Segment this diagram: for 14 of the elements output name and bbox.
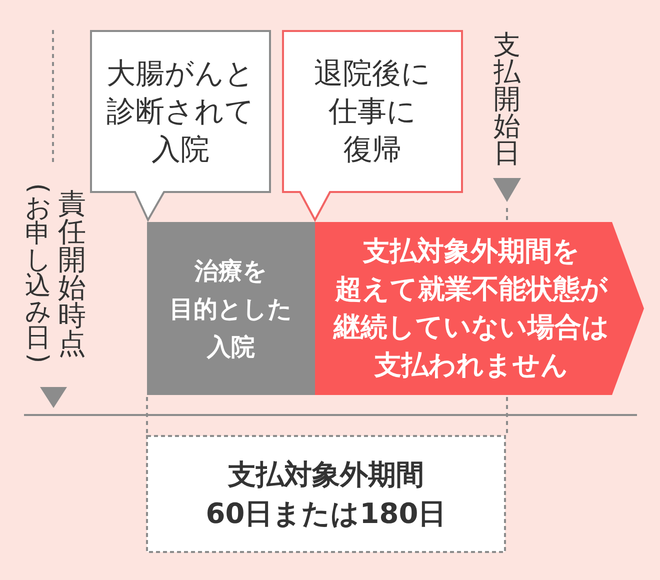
period-bar — [147, 222, 315, 395]
period-box — [146, 435, 506, 553]
bubble-text: 大腸がんと診断されて入院 — [106, 55, 254, 168]
period-value: 60日または180日 — [206, 496, 446, 532]
bubble-text: 退院後に仕事に復帰 — [314, 55, 431, 168]
banner-text: 支払対象外期間を超えて就業不能状態が継続していない場合は支払われません — [334, 234, 610, 382]
bar-text: 治療を目的とした入院 — [170, 256, 292, 362]
period-heading: 支払対象外期間 — [228, 457, 424, 493]
speech-bubble — [282, 30, 463, 221]
vertical-label: (お申し込み日) — [25, 182, 51, 366]
vertical-label: 責任開始時点 — [58, 190, 86, 358]
vertical-label: 支払開始日 — [494, 32, 520, 167]
speech-bubble — [90, 30, 271, 221]
arrow-banner — [315, 222, 644, 395]
